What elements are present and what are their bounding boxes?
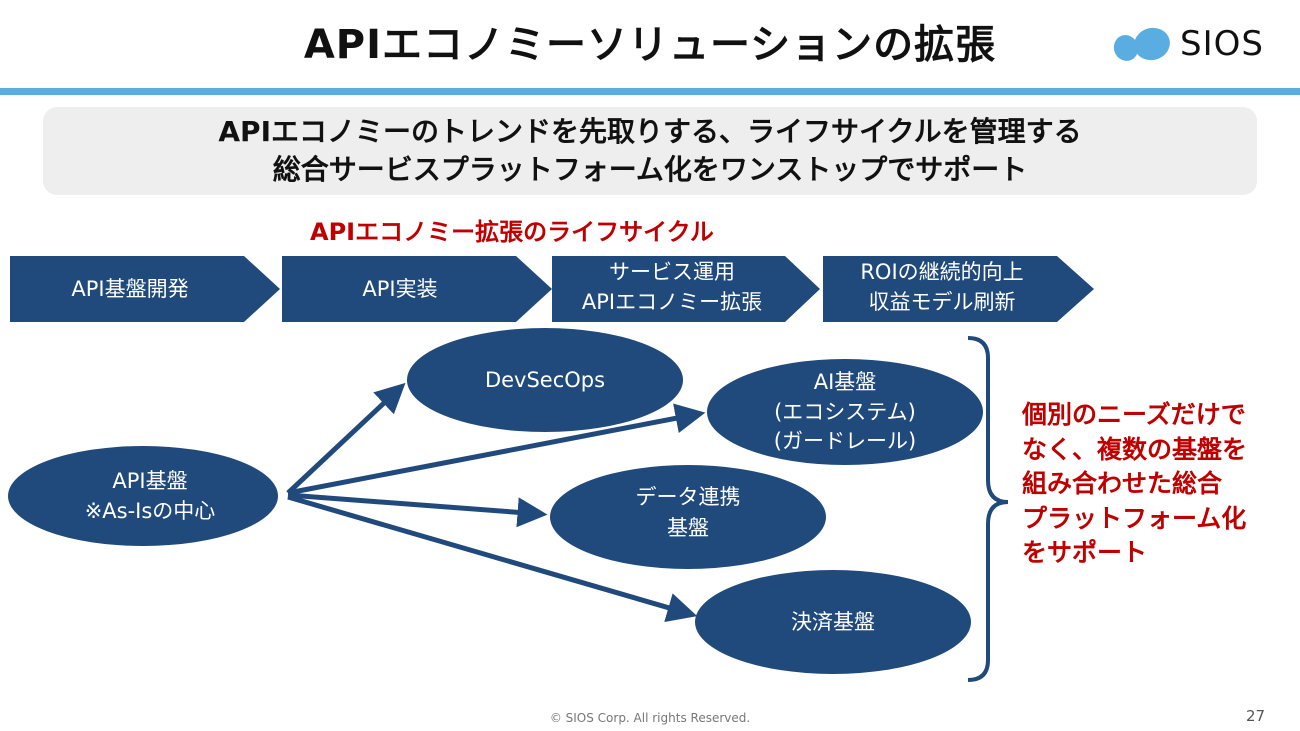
node-ai-platform: AI基盤 (エコシステム) (ガードレール) — [707, 359, 983, 465]
node-ai-line-3: (ガードレール) — [774, 429, 916, 453]
grouping-brace — [967, 336, 1009, 682]
node-devsecops: DevSecOps — [407, 328, 683, 432]
node-data-integration: データ連携 基盤 — [550, 465, 826, 569]
copyright: © SIOS Corp. All rights Reserved. — [549, 711, 751, 725]
sios-logo: SIOS — [1110, 24, 1280, 64]
node-ai-line-1: AI基盤 — [814, 370, 877, 394]
node-payment: 決済基盤 — [695, 570, 971, 674]
lifecycle-step-1: API基盤開発 — [10, 256, 280, 322]
page-number: 27 — [1246, 707, 1266, 725]
lifecycle-heading: APIエコノミー拡張のライフサイクル — [310, 218, 714, 246]
note-line-2: なく、複数の基盤を — [1022, 434, 1248, 464]
step-3-label-line-1: サービス運用 — [609, 260, 735, 284]
node-api-platform-line-2: ※As-Isの中心 — [85, 499, 216, 523]
sios-logo-icon — [1113, 27, 1170, 61]
note-line-4: プラットフォーム化 — [1022, 503, 1247, 533]
header-divider — [0, 88, 1300, 95]
arrow-to-ai — [287, 403, 706, 496]
arrow-to-devsecops — [286, 382, 406, 495]
node-data-line-2: 基盤 — [667, 516, 709, 540]
lifecycle-step-3: サービス運用 APIエコノミー拡張 — [552, 256, 820, 322]
node-ai-line-2: (エコシステム) — [774, 400, 916, 424]
note-line-5: をサポート — [1022, 538, 1148, 567]
logo-text: SIOS — [1180, 24, 1264, 64]
slide-title: APIエコノミーソリューションの拡張 — [303, 22, 997, 68]
platform-note: 個別のニーズだけで なく、複数の基盤を 組み合わせた総合 プラットフォーム化 を… — [1022, 398, 1247, 571]
lifecycle-step-4: ROIの継続的向上 収益モデル刷新 — [823, 256, 1094, 322]
node-devsecops-label: DevSecOps — [485, 368, 605, 392]
step-2-label: API実装 — [362, 277, 437, 301]
note-line-1: 個別のニーズだけで — [1022, 400, 1246, 429]
step-1-label: API基盤開発 — [71, 277, 188, 301]
node-api-platform-line-1: API基盤 — [112, 469, 187, 493]
node-data-line-1: データ連携 — [636, 485, 741, 509]
lifecycle-step-2: API実装 — [282, 256, 552, 322]
step-4-label-line-2: 収益モデル刷新 — [869, 290, 1016, 314]
step-3-label-line-2: APIエコノミー拡張 — [582, 290, 762, 314]
arrow-to-payment — [287, 494, 698, 623]
banner-line-2: 総合サービスプラットフォーム化をワンストップでサポート — [272, 153, 1028, 186]
node-payment-label: 決済基盤 — [791, 610, 875, 634]
step-4-label-line-1: ROIの継続的向上 — [860, 260, 1023, 284]
banner-line-1: APIエコノミーのトレンドを先取りする、ライフサイクルを管理する — [218, 115, 1082, 148]
node-api-platform: API基盤 ※As-Isの中心 — [8, 446, 278, 546]
note-line-3: 組み合わせた総合 — [1022, 469, 1223, 498]
summary-banner: APIエコノミーのトレンドを先取りする、ライフサイクルを管理する 総合サービスプ… — [43, 107, 1257, 195]
arrow-to-data — [287, 492, 548, 528]
